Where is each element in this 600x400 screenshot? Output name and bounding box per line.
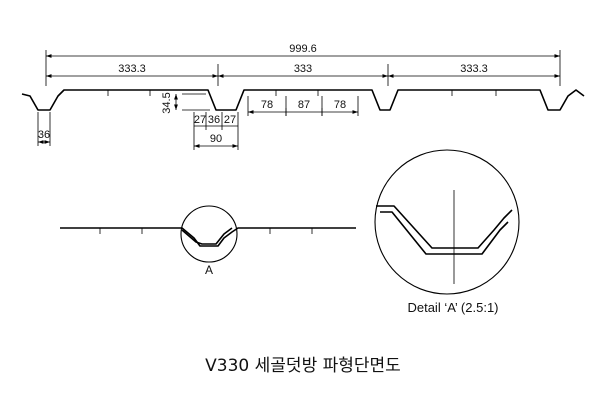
detail-callout-circle (180, 205, 238, 263)
dim-bottom-left: 36 (38, 129, 50, 141)
detail-a-view: Detail ‘A’ (2.5:1) (374, 149, 520, 315)
small-profile-section: A (60, 205, 356, 277)
detail-outer-profile (376, 205, 513, 249)
detail-caption: Detail ‘A’ (2.5:1) (407, 300, 498, 315)
dim-rib-slope-left: 27 (194, 114, 206, 126)
dim-flat-1: 78 (261, 99, 273, 111)
dim-right-span: 333.3 (460, 63, 488, 75)
dim-depth: 34.5 (161, 92, 173, 113)
stiffener-ticks (107, 90, 497, 96)
dim-mid-span: 333 (294, 63, 312, 75)
dim-left-span: 333.3 (118, 63, 146, 75)
small-stiffener-ticks (99, 228, 313, 234)
main-profile-outline (21, 89, 585, 111)
small-profile-outline (60, 227, 356, 247)
small-profile-inner (181, 227, 233, 245)
dim-flat-2: 87 (298, 99, 310, 111)
dim-total-width: 999.6 (289, 43, 317, 55)
dim-rib-slope-right: 27 (224, 114, 236, 126)
dim-rib-bottom: 36 (208, 114, 220, 126)
dimension-lines (38, 54, 560, 148)
main-profile-section: 999.6 333.3 333 333.3 34.5 36 27 36 27 9… (21, 43, 585, 150)
detail-callout-label: A (205, 263, 213, 277)
drawing-title: V330 세골덧방 파형단면도 (205, 356, 401, 376)
extension-lines (37, 50, 561, 150)
dim-rib-width: 90 (210, 133, 222, 145)
dim-flat-3: 78 (334, 99, 346, 111)
detail-circle (374, 149, 520, 295)
